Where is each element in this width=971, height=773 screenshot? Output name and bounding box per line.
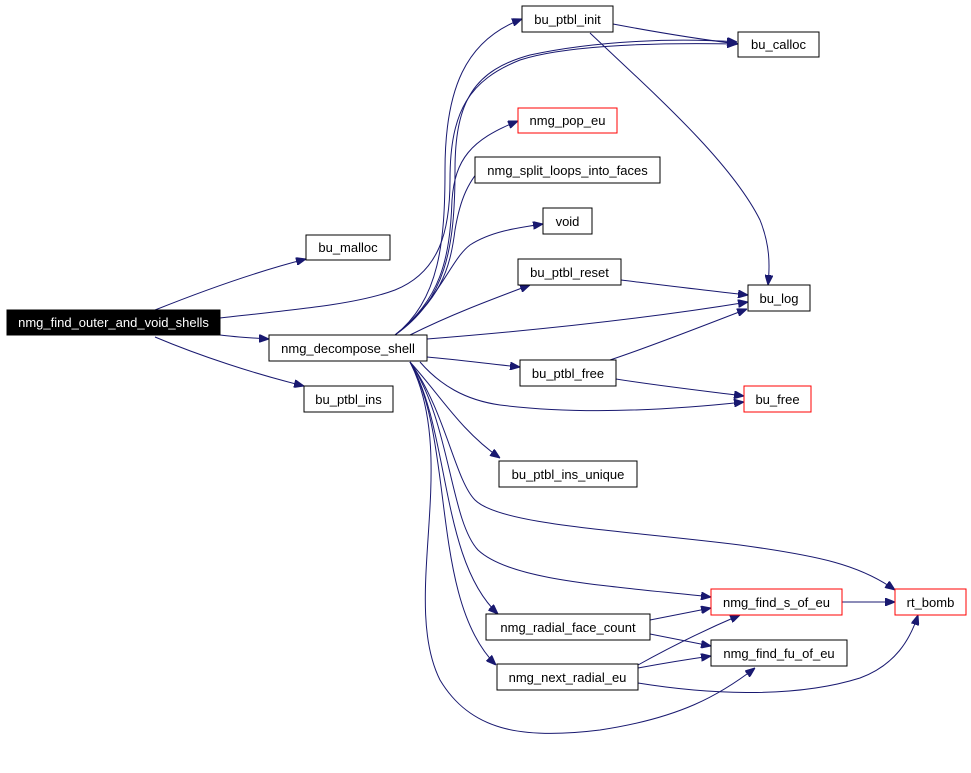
node-label: nmg_next_radial_eu	[509, 670, 627, 685]
edge-root-decompose	[219, 335, 269, 339]
node-nmg_decompose_shell[interactable]: nmg_decompose_shell	[268, 334, 428, 362]
node-label: bu_ptbl_init	[534, 12, 601, 27]
node-label: nmg_find_fu_of_eu	[723, 646, 834, 661]
node-label: void	[556, 214, 580, 229]
edge-bu_ptbl_init-bu_log	[589, 32, 769, 285]
edge-decompose-next_radial	[409, 361, 496, 665]
edge-decompose-find_fu	[409, 361, 755, 734]
edge-decompose-find_s	[409, 361, 711, 597]
node-label: bu_ptbl_ins	[315, 392, 382, 407]
edge-decompose-nmg_pop_eu	[394, 121, 518, 336]
node-label: nmg_radial_face_count	[500, 620, 636, 635]
edge-decompose-bu_calloc	[394, 40, 737, 336]
edge-next_radial-find_s	[637, 615, 740, 666]
edge-root-bu_ptbl_ins	[154, 336, 304, 386]
node-label: nmg_pop_eu	[530, 113, 606, 128]
edge-bu_ptbl_free-bu_log	[609, 309, 747, 361]
node-bu_ptbl_reset[interactable]: bu_ptbl_reset	[517, 258, 622, 286]
nodes: nmg_find_outer_and_void_shells bu_malloc…	[6, 5, 967, 691]
node-bu_log[interactable]: bu_log	[747, 284, 811, 312]
node-bu_ptbl_ins[interactable]: bu_ptbl_ins	[303, 385, 394, 413]
node-bu_calloc[interactable]: bu_calloc	[737, 31, 820, 58]
edge-decompose-bu_log	[426, 302, 748, 340]
edge-decompose-bu_ptbl_free	[426, 356, 520, 367]
node-nmg_pop_eu[interactable]: nmg_pop_eu	[517, 107, 618, 134]
edge-bu_ptbl_free-bu_free	[615, 378, 744, 396]
node-nmg_find_s_of_eu[interactable]: nmg_find_s_of_eu	[710, 588, 843, 616]
node-bu_malloc[interactable]: bu_malloc	[305, 234, 391, 261]
node-label: rt_bomb	[907, 595, 955, 610]
edge-decompose-bu_free	[419, 361, 744, 412]
node-nmg_radial_face_count[interactable]: nmg_radial_face_count	[485, 613, 651, 641]
node-void[interactable]: void	[542, 207, 593, 235]
node-nmg_split_loops_into_faces[interactable]: nmg_split_loops_into_faces	[474, 156, 661, 184]
node-bu_ptbl_free[interactable]: bu_ptbl_free	[519, 359, 617, 387]
node-label: bu_log	[759, 291, 798, 306]
edge-decompose-bu_ptbl_init	[394, 19, 522, 336]
edge-bu_ptbl_init-bu_calloc	[612, 23, 738, 44]
edge-decompose-rt_bomb	[409, 361, 895, 590]
node-bu_ptbl_init[interactable]: bu_ptbl_init	[521, 5, 614, 33]
node-label: bu_ptbl_free	[532, 366, 604, 381]
edge-next_radial-find_fu	[637, 656, 711, 669]
edge-decompose-bu_ptbl_reset	[409, 285, 530, 336]
edges	[154, 19, 918, 734]
node-label: bu_ptbl_reset	[530, 265, 609, 280]
node-label: nmg_split_loops_into_faces	[487, 163, 648, 178]
node-label: nmg_find_outer_and_void_shells	[18, 315, 209, 330]
edge-root-bu_malloc	[154, 259, 306, 311]
node-root[interactable]: nmg_find_outer_and_void_shells	[6, 309, 221, 336]
node-bu_free[interactable]: bu_free	[743, 385, 812, 413]
node-label: bu_free	[755, 392, 799, 407]
edge-bu_ptbl_reset-bu_log	[620, 279, 748, 295]
node-label: nmg_find_s_of_eu	[723, 595, 830, 610]
edge-decompose-void	[394, 224, 543, 336]
edge-decompose-bu_ptbl_ins_unique	[409, 361, 500, 458]
node-label: bu_calloc	[751, 37, 806, 52]
edge-radial_face-find_fu	[649, 633, 711, 646]
node-label: nmg_decompose_shell	[281, 341, 415, 356]
node-label: bu_malloc	[318, 240, 378, 255]
node-label: bu_ptbl_ins_unique	[512, 467, 625, 482]
node-nmg_next_radial_eu[interactable]: nmg_next_radial_eu	[496, 663, 639, 691]
node-bu_ptbl_ins_unique[interactable]: bu_ptbl_ins_unique	[498, 460, 638, 488]
node-nmg_find_fu_of_eu[interactable]: nmg_find_fu_of_eu	[710, 639, 848, 667]
edge-next_radial-rt_bomb	[637, 615, 918, 693]
node-rt_bomb[interactable]: rt_bomb	[894, 588, 967, 616]
edge-root-bu_calloc	[219, 44, 737, 319]
edge-decompose-split	[394, 162, 487, 336]
edge-radial_face-find_s	[649, 608, 711, 621]
